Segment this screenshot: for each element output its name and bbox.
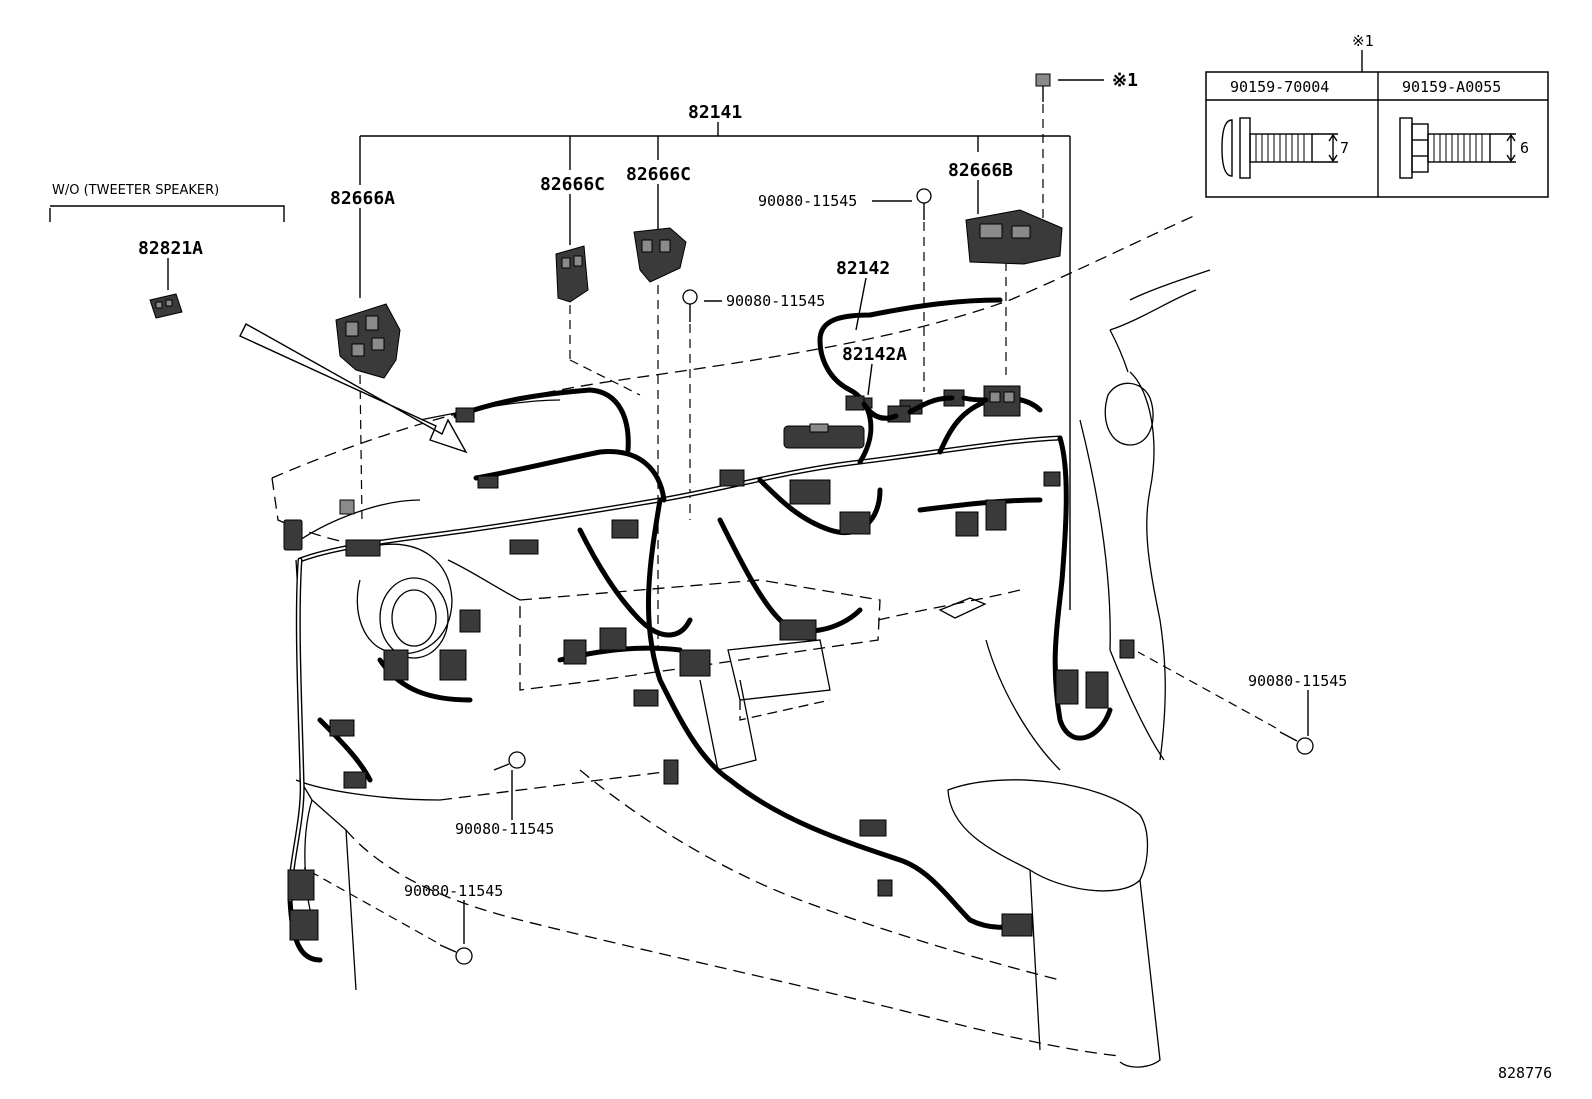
bolt-icon	[439, 944, 473, 965]
table-size-1: 7	[1340, 139, 1349, 157]
label-note-mark: ※1	[1112, 70, 1138, 91]
label-82821a: 82821A	[138, 238, 203, 259]
label-82666c-2: 82666C	[626, 164, 691, 185]
bolt-icon	[916, 188, 932, 220]
label-bolt-top: 90080-11545	[758, 192, 857, 210]
label-82142: 82142	[836, 258, 890, 279]
wire-harness	[287, 297, 1113, 963]
table-size-2: 6	[1520, 139, 1529, 157]
sub-harness-82142a	[845, 385, 1021, 423]
label-82666b: 82666B	[948, 160, 1013, 181]
label-bolt-lower-left: 90080-11545	[455, 820, 554, 838]
table-part-1: 90159-70004	[1230, 78, 1329, 96]
tweeter-note-group: W/O (TWEETER SPEAKER) 82821A	[49, 183, 285, 290]
label-bolt-bottom-left: 90080-11545	[404, 882, 503, 900]
diagram-id: 828776	[1498, 1064, 1552, 1082]
bolt-icon	[1279, 731, 1314, 755]
dashboard-outline	[271, 214, 1211, 1068]
label-bolt-right: 90080-11545	[1248, 672, 1347, 690]
label-82141: 82141	[688, 102, 742, 123]
label-82142a: 82142A	[842, 344, 907, 365]
direction-arrow-icon	[239, 323, 468, 454]
label-82666a: 82666A	[330, 188, 395, 209]
bolt-icon	[493, 751, 526, 771]
junction-block-82666b	[965, 209, 1063, 265]
table-mark: ※1	[1352, 32, 1374, 50]
table-part-2: 90159-A0055	[1402, 78, 1501, 96]
bolt-icon	[682, 289, 698, 322]
tweeter-note: W/O (TWEETER SPEAKER)	[52, 183, 219, 198]
clamp-82666c-2	[633, 227, 687, 283]
label-bolt-mid: 90080-11545	[726, 292, 825, 310]
bolt-70004-icon	[1221, 117, 1338, 179]
bolt-icon	[1035, 73, 1051, 102]
main-harness-bracket: 82141	[359, 102, 1071, 610]
bolt-a0055-icon	[1399, 117, 1516, 179]
tweeter-connector-82821a	[149, 293, 183, 319]
clamp-82666c-1	[555, 245, 589, 303]
bolt-reference-table: ※1 90159-70004 90159-A0055 7	[1205, 32, 1549, 198]
harness-connectors	[283, 397, 1135, 941]
junction-block-82666a	[335, 303, 401, 379]
label-82666c-1: 82666C	[540, 174, 605, 195]
